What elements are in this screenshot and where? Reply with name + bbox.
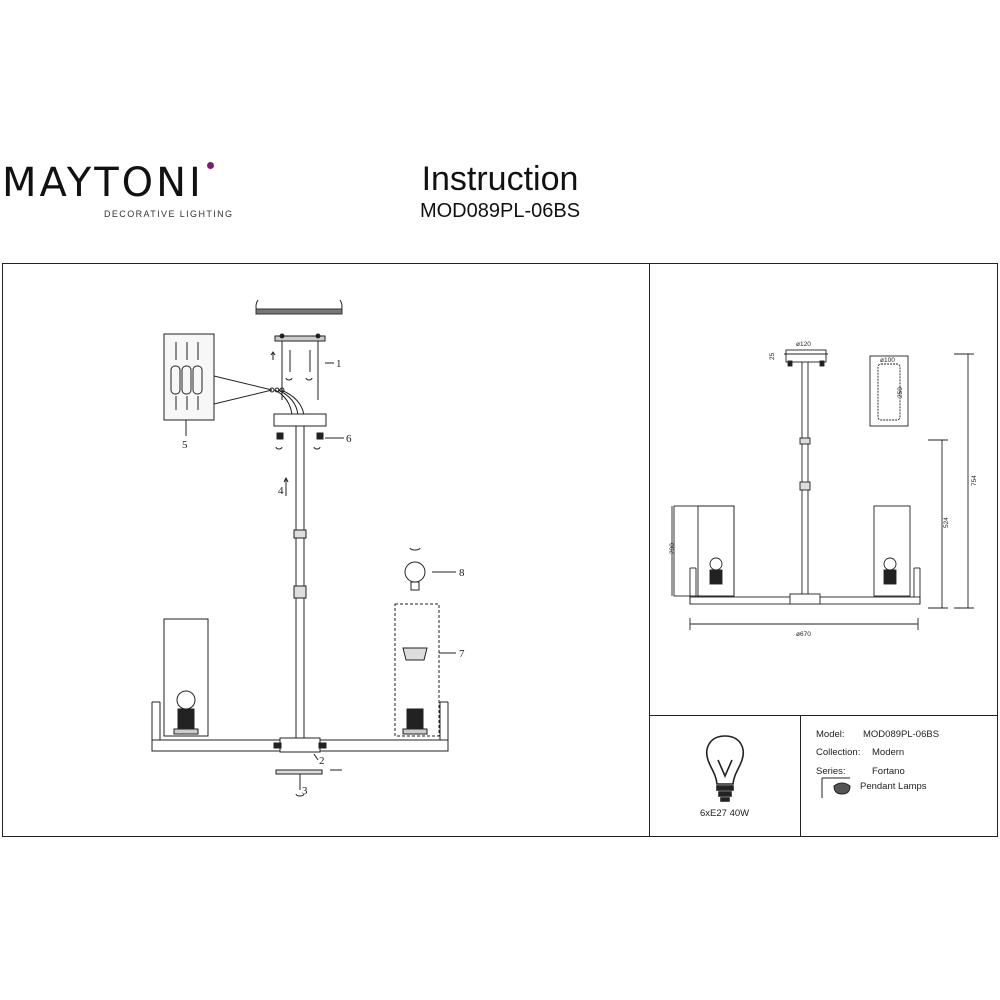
bulb-icon (706, 735, 744, 802)
callout-6: 6 (346, 433, 352, 445)
divider-vertical (649, 263, 651, 837)
document-frame (2, 263, 998, 837)
bulb-spec: 6xE27 40W (700, 808, 750, 819)
callout-7: 7 (459, 648, 465, 660)
callout-8: 8 (459, 567, 465, 579)
dim-canopy-height: 25 (769, 352, 776, 360)
dim-rod-height: 524 (943, 517, 950, 528)
dim-shade-diameter: ø100 (880, 357, 895, 364)
dim-canopy-diameter: ø120 (796, 341, 811, 348)
callout-1: 1 (336, 358, 342, 370)
brand-tagline: DECORATIVE LIGHTING (104, 209, 234, 219)
collection-value: Modern (872, 747, 905, 758)
type-value: Pendant Lamps (860, 781, 927, 792)
dim-overall-height: 754 (971, 475, 978, 486)
model-label: Model: (816, 729, 845, 740)
brand-logo-dot (207, 162, 214, 169)
callout-2: 2 (319, 755, 325, 767)
callout-3: 3 (302, 785, 308, 797)
divider-vertical-info (800, 715, 802, 837)
callout-4: 4 (278, 485, 284, 497)
series-label: Series: (816, 766, 846, 777)
dimension-drawing: ø120 25 ø100 250 754 524 290 ø670 (669, 341, 978, 638)
model-code: MOD089PL-06BS (419, 200, 581, 222)
dim-overall-width: ø670 (796, 631, 811, 638)
collection-label: Collection: (816, 747, 861, 758)
series-value: Fortano (872, 766, 905, 777)
dim-arm-height: 290 (669, 543, 676, 554)
page-title: Instruction (421, 160, 579, 198)
brand-logo: MAYTONI (2, 160, 204, 206)
model-value: MOD089PL-06BS (863, 729, 940, 740)
divider-horizontal (649, 715, 998, 717)
pendant-lamp-icon (821, 777, 851, 798)
assembly-diagram: 1 2 3 4 5 6 7 8 (151, 299, 465, 797)
callout-5: 5 (182, 439, 188, 451)
dim-shade-height: 250 (897, 387, 904, 398)
